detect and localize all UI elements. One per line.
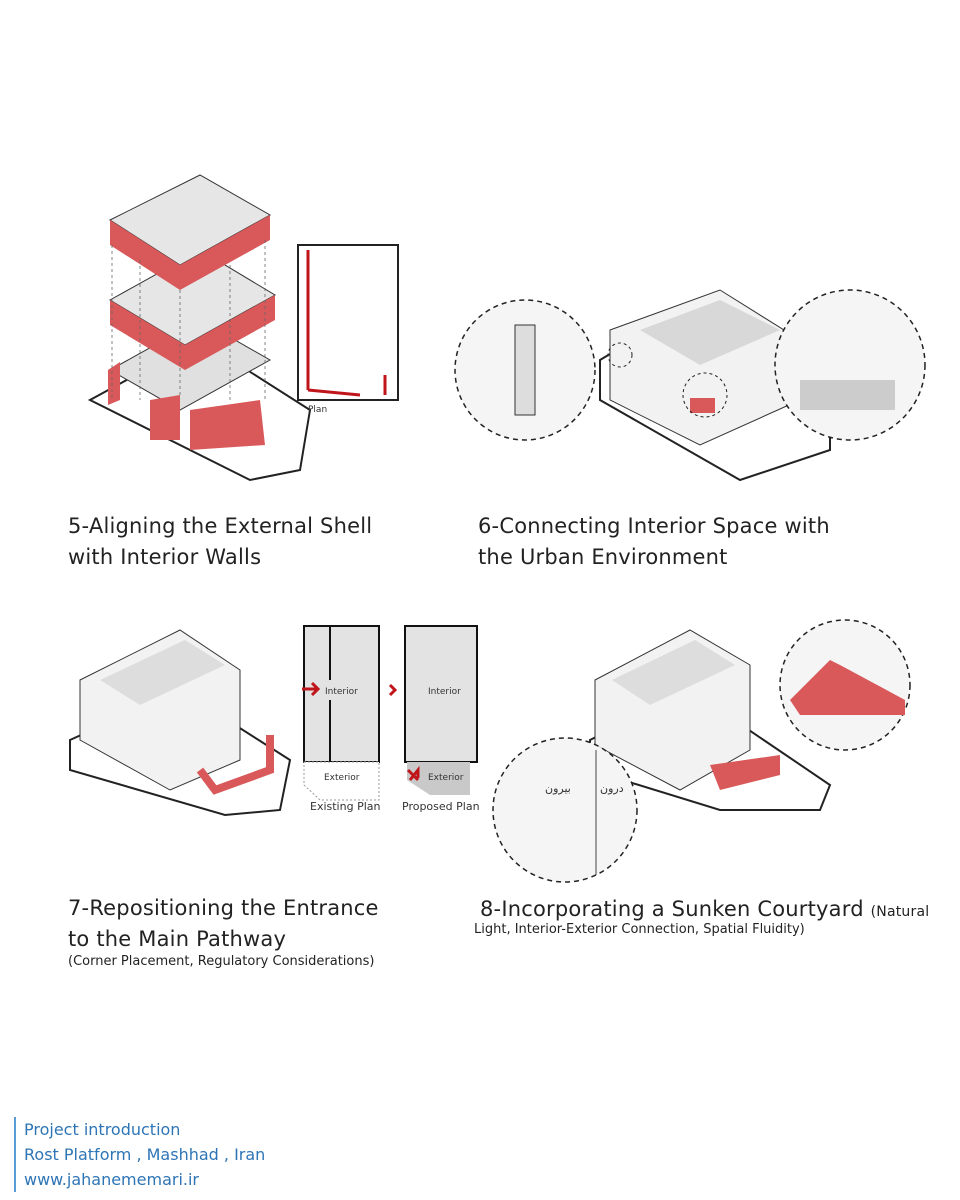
caption-8: 8-Incorporating a Sunken Courtyard (Natu… [480, 894, 929, 928]
existing-exterior-label: Exterior [324, 773, 360, 783]
caption-7-line-2: to the Main Pathway [68, 927, 287, 951]
existing-interior-label: Interior [325, 687, 358, 697]
diagram-5-exploded-shell [87, 174, 399, 482]
inside-label: درون [600, 782, 624, 795]
plan-label: Plan [308, 405, 327, 415]
caption-7-line-1: 7-Repositioning the Entrance [68, 896, 379, 920]
proposed-plan [388, 625, 478, 795]
footer-project-intro: Project introduction [24, 1120, 181, 1139]
footer-credits: Project introduction Rost Platform , Mas… [14, 1117, 265, 1192]
caption-5-line-1: 5-Aligning the External Shell [68, 514, 373, 538]
diagram-8-sunken-courtyard [492, 619, 911, 883]
diagram-7-entrance [69, 629, 292, 817]
existing-plan-title: Existing Plan [310, 800, 380, 813]
proposed-interior-label: Interior [428, 687, 461, 697]
caption-5-line-2: with Interior Walls [68, 545, 262, 569]
existing-plan [302, 625, 380, 801]
proposed-plan-title: Proposed Plan [402, 800, 480, 813]
footer-location: Rost Platform , Mashhad , Iran [24, 1145, 266, 1164]
caption-8-note-1: (Natural [870, 904, 930, 920]
proposed-exterior-label: Exterior [428, 773, 464, 783]
caption-6: 6-Connecting Interior Space with the Urb… [478, 511, 830, 573]
diagram-6-urban-connection [454, 289, 926, 482]
outside-label: بیرون [545, 782, 571, 795]
caption-5: 5-Aligning the External Shell with Inter… [68, 511, 372, 573]
footer-website-link[interactable]: www.jahanememari.ir [24, 1170, 200, 1189]
caption-8-main: 8-Incorporating a Sunken Courtyard [480, 897, 864, 921]
caption-7-note: (Corner Placement, Regulatory Considerat… [68, 954, 375, 969]
caption-8-note-2: Light, Interior-Exterior Connection, Spa… [474, 922, 805, 937]
caption-6-line-1: 6-Connecting Interior Space with [478, 514, 830, 538]
caption-7: 7-Repositioning the Entrance to the Main… [68, 893, 379, 955]
caption-6-line-2: the Urban Environment [478, 545, 728, 569]
